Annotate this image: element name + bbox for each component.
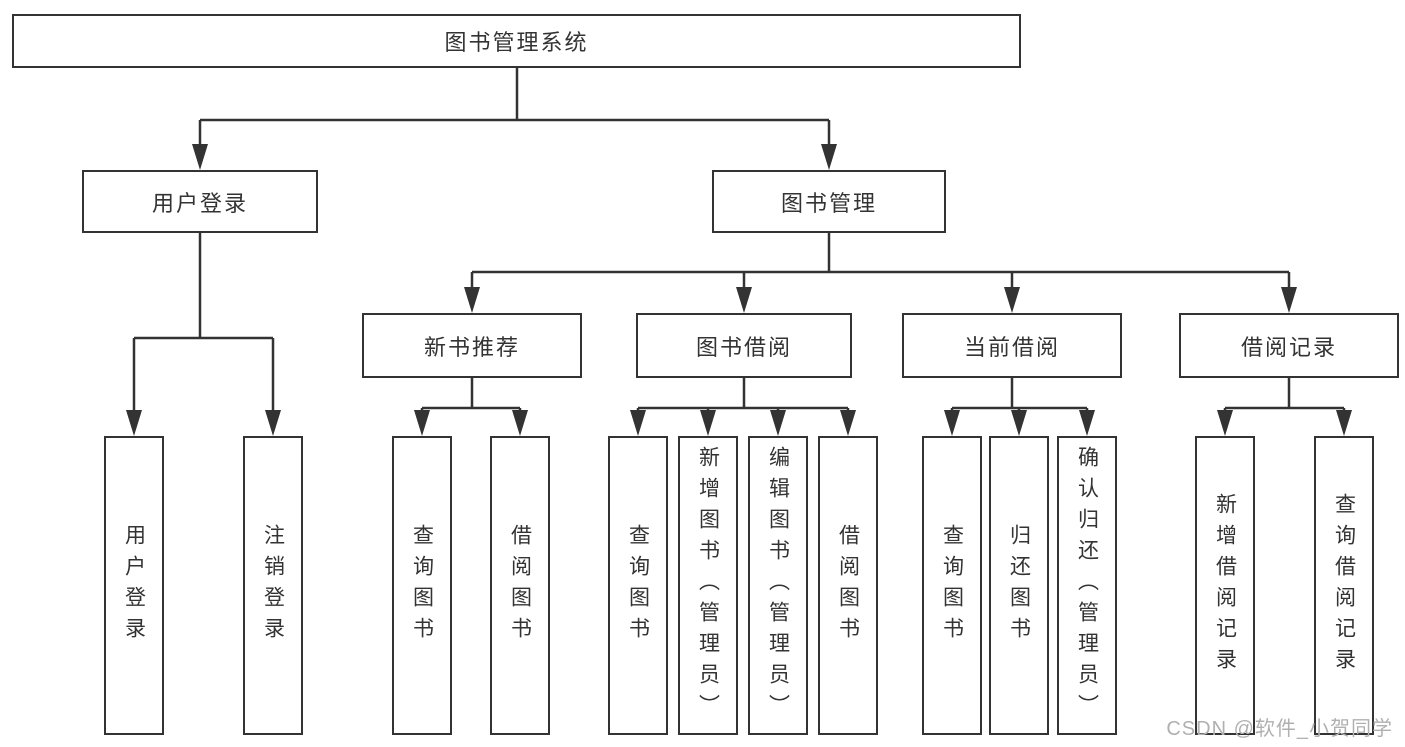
node-new-book-recommend-label: 新书推荐 — [423, 334, 520, 360]
connector-bookborrow-to-children — [636, 378, 850, 414]
node-book-borrow: 图书借阅 — [636, 313, 852, 378]
arrowheads-userlogin-children — [126, 410, 281, 436]
node-borrow-books-recommend: 借阅图书 — [490, 436, 550, 735]
node-confirm-return-admin-label: 确认归还（管理员） — [1075, 446, 1099, 725]
node-query-borrow-record: 查询借阅记录 — [1314, 436, 1374, 735]
node-return-book: 归还图书 — [989, 436, 1049, 735]
node-query-books-recommend: 查询图书 — [392, 436, 452, 735]
node-borrow-records: 借阅记录 — [1179, 313, 1399, 378]
node-add-book-admin: 新增图书（管理员） — [678, 436, 738, 735]
connector-userlogin-to-children — [132, 233, 275, 414]
node-query-books-borrow: 查询图书 — [608, 436, 668, 735]
node-user-login-action-label: 用户登录 — [122, 523, 146, 648]
connector-root-to-level2 — [198, 68, 831, 148]
node-add-book-admin-label: 新增图书（管理员） — [696, 446, 720, 725]
node-user-login-label: 用户登录 — [151, 190, 248, 216]
node-new-book-recommend: 新书推荐 — [362, 313, 582, 378]
node-current-borrow: 当前借阅 — [902, 313, 1122, 378]
node-query-books-borrow-label: 查询图书 — [626, 523, 650, 648]
node-return-book-label: 归还图书 — [1007, 523, 1031, 648]
node-borrow-books-action-label: 借阅图书 — [836, 523, 860, 648]
node-logout: 注销登录 — [243, 436, 303, 735]
connector-bookmgmt-to-level3 — [470, 233, 1291, 291]
node-query-books-current-label: 查询图书 — [940, 523, 964, 648]
node-add-borrow-record-label: 新增借阅记录 — [1213, 492, 1237, 679]
connector-borrowrecords-to-children — [1223, 378, 1346, 414]
node-logout-label: 注销登录 — [261, 523, 285, 648]
connector-currentborrow-to-children — [950, 378, 1089, 414]
node-query-books-current: 查询图书 — [922, 436, 982, 735]
arrowheads-bookborrow-children — [630, 410, 856, 436]
csdn-watermark: CSDN @软件_小贺同学 — [1166, 718, 1393, 740]
node-borrow-records-label: 借阅记录 — [1240, 334, 1337, 360]
node-book-management-label: 图书管理 — [780, 190, 877, 216]
node-user-login-action: 用户登录 — [104, 436, 164, 735]
node-edit-book-admin: 编辑图书（管理员） — [748, 436, 808, 735]
node-borrow-books-recommend-label: 借阅图书 — [508, 523, 532, 648]
node-user-login: 用户登录 — [82, 170, 318, 233]
node-book-borrow-label: 图书借阅 — [695, 334, 792, 360]
node-query-borrow-record-label: 查询借阅记录 — [1332, 492, 1356, 679]
node-library-system-label: 图书管理系统 — [444, 30, 589, 55]
arrowheads-borrowrecords-children — [1217, 410, 1352, 436]
arrowheads-level2 — [192, 144, 837, 170]
arrowheads-newbook-children — [414, 410, 528, 436]
node-borrow-books-action: 借阅图书 — [818, 436, 878, 735]
node-add-borrow-record: 新增借阅记录 — [1195, 436, 1255, 735]
node-confirm-return-admin: 确认归还（管理员） — [1057, 436, 1117, 735]
node-current-borrow-label: 当前借阅 — [963, 334, 1060, 360]
node-library-system: 图书管理系统 — [12, 14, 1021, 68]
arrowheads-level3 — [464, 287, 1297, 313]
arrowheads-currentborrow-children — [944, 410, 1095, 436]
node-book-management: 图书管理 — [712, 170, 946, 233]
connector-newbook-to-children — [420, 378, 522, 414]
node-edit-book-admin-label: 编辑图书（管理员） — [766, 446, 790, 725]
node-query-books-recommend-label: 查询图书 — [410, 523, 434, 648]
